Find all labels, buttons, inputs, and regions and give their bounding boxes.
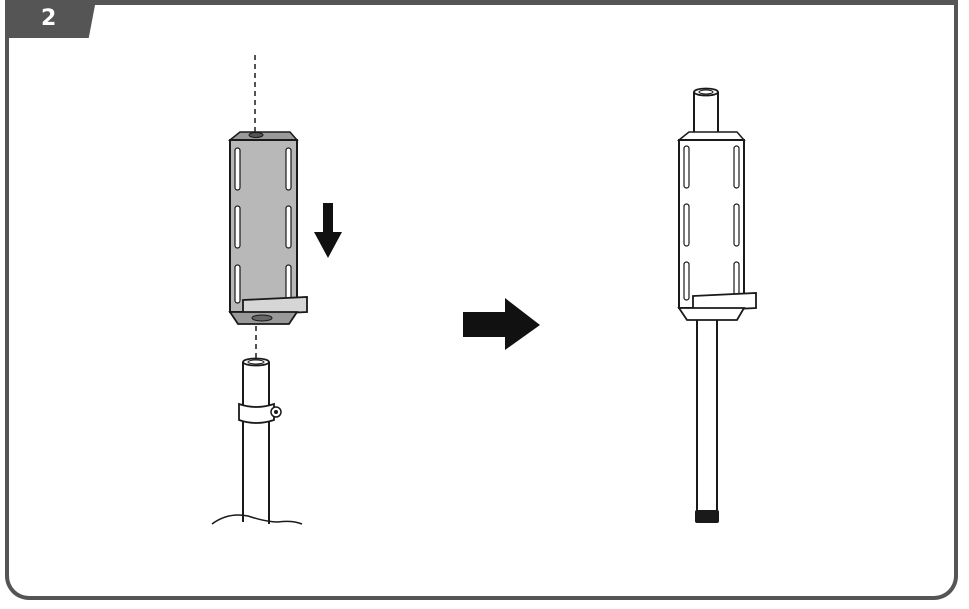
- step-number: 2: [41, 6, 57, 31]
- pole-break: [211, 514, 303, 525]
- arrow-down-icon: [314, 203, 342, 258]
- bracket-slots-plain: [683, 145, 740, 301]
- bracket-plain: [676, 131, 757, 321]
- step-tab: [5, 0, 96, 38]
- pole-collar: [238, 402, 275, 424]
- bracket-shelf: [242, 296, 308, 316]
- bracket-shaded: [227, 131, 308, 325]
- bracket-slots: [234, 147, 292, 304]
- bracket-shelf-plain: [692, 292, 757, 312]
- pole-left: [211, 357, 303, 525]
- instruction-panel: [5, 0, 958, 600]
- left-assembly: [211, 55, 342, 525]
- pole-end-cap: [695, 510, 719, 523]
- arrow-right-icon: [463, 298, 540, 350]
- bracket-top-cap: [227, 131, 299, 141]
- bracket-hook-plain: [677, 307, 746, 321]
- right-assembly: [676, 87, 757, 523]
